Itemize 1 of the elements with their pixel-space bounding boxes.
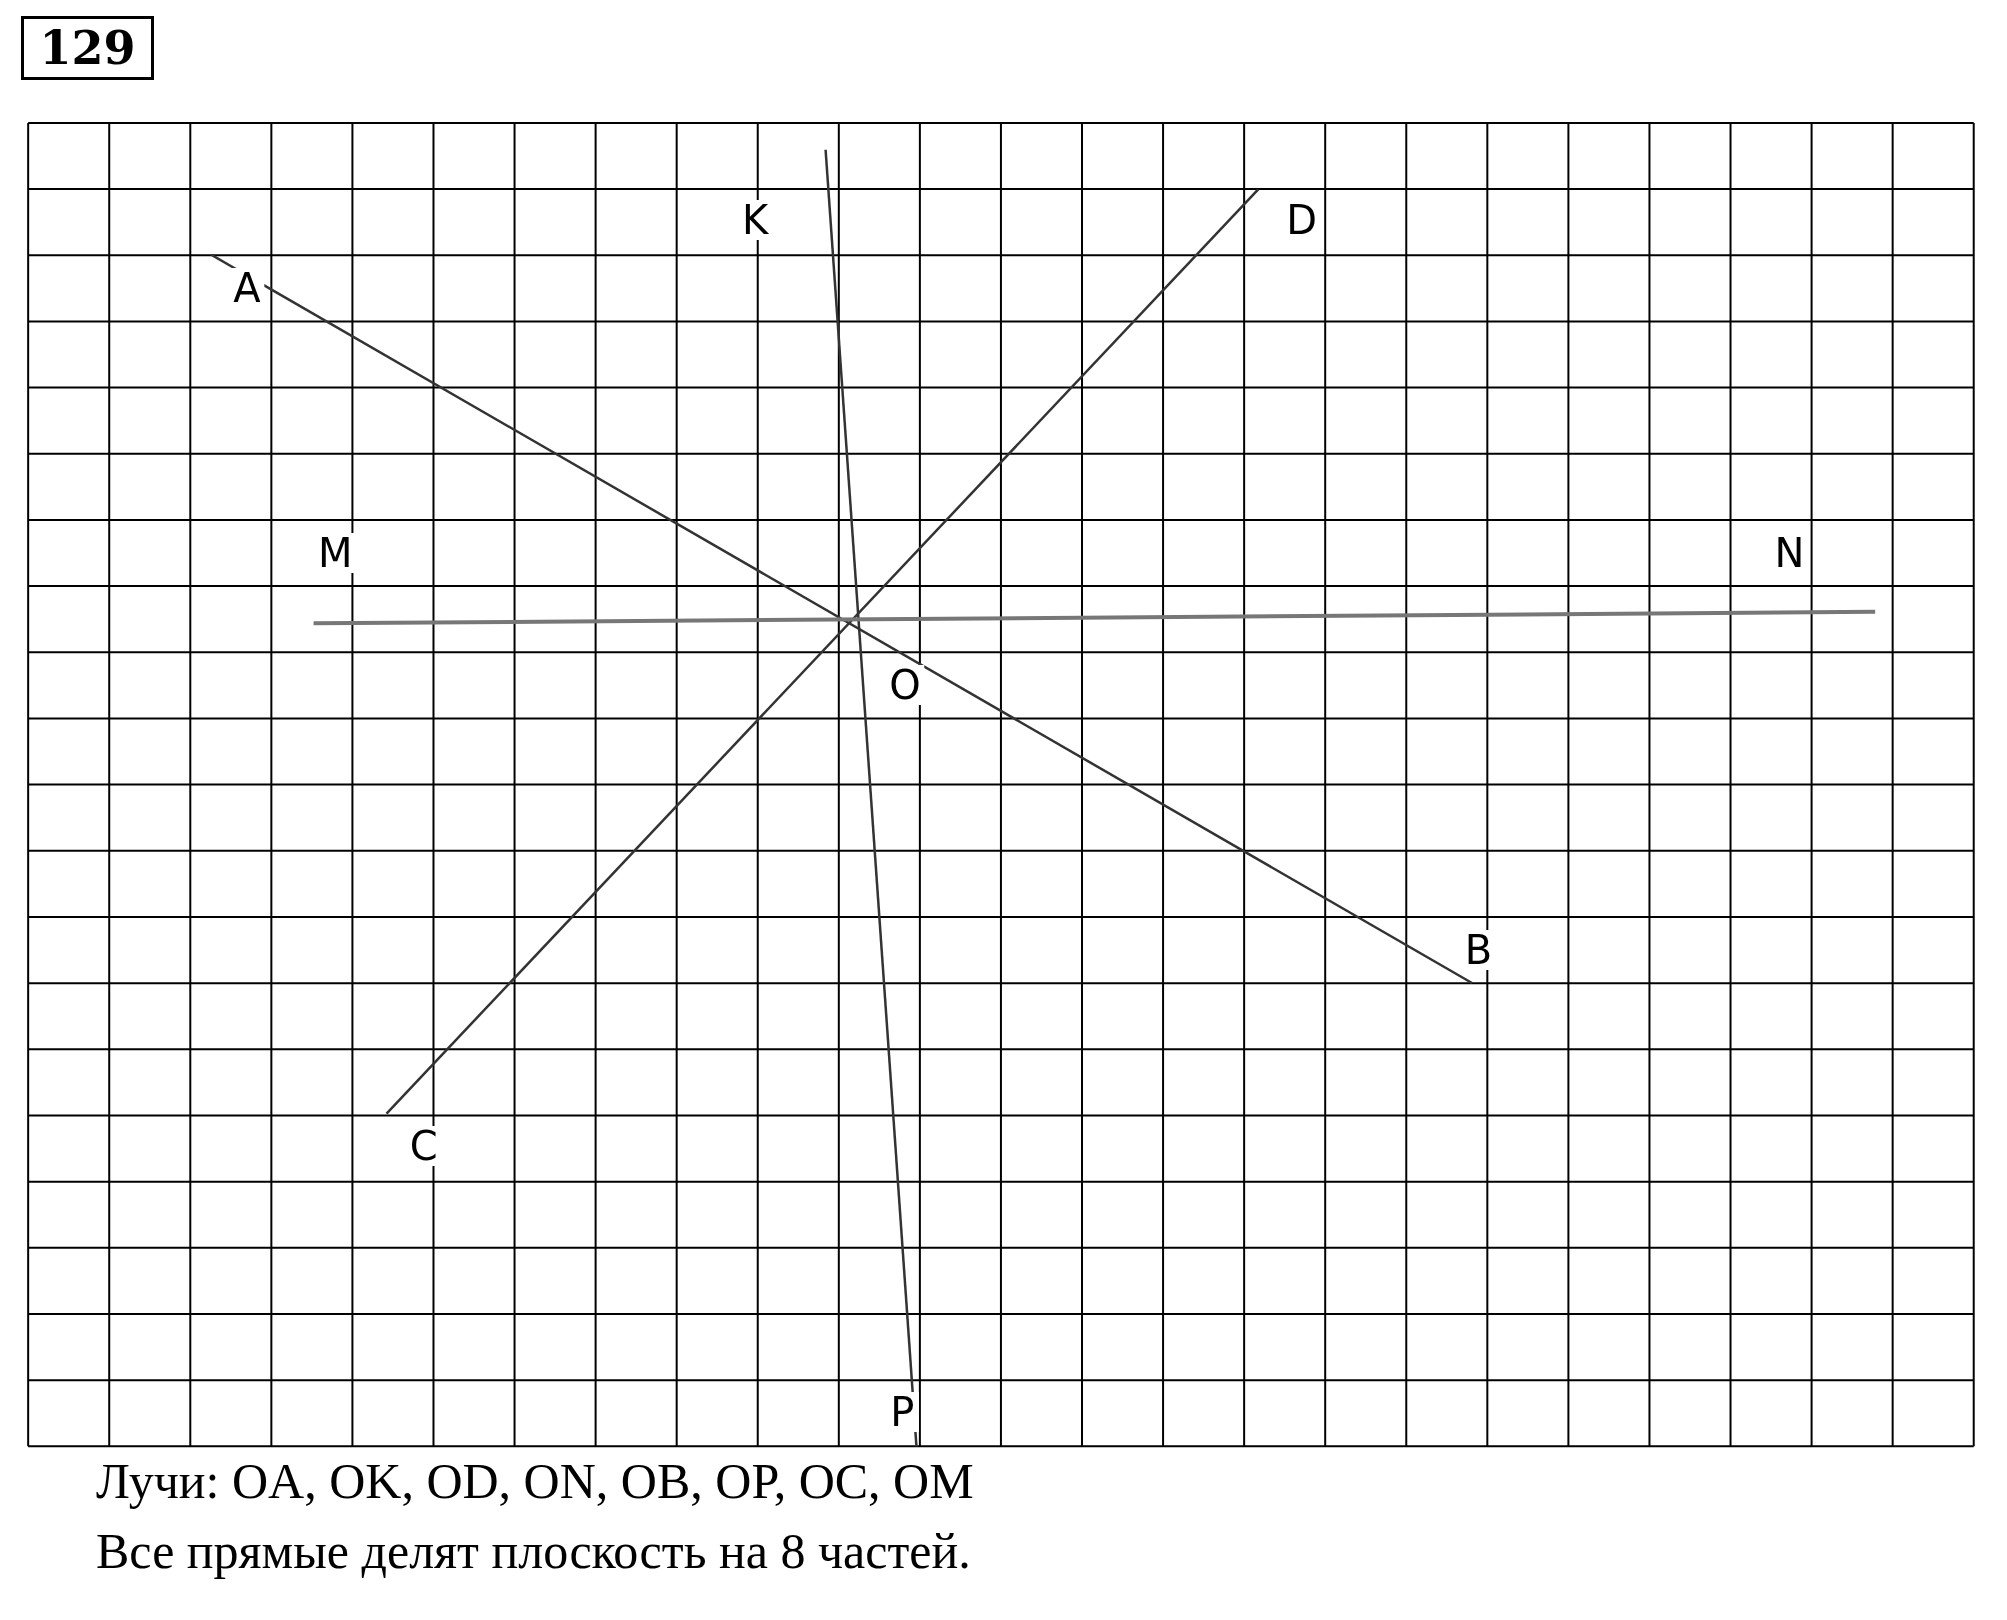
problem-number: 129 [21,16,154,80]
